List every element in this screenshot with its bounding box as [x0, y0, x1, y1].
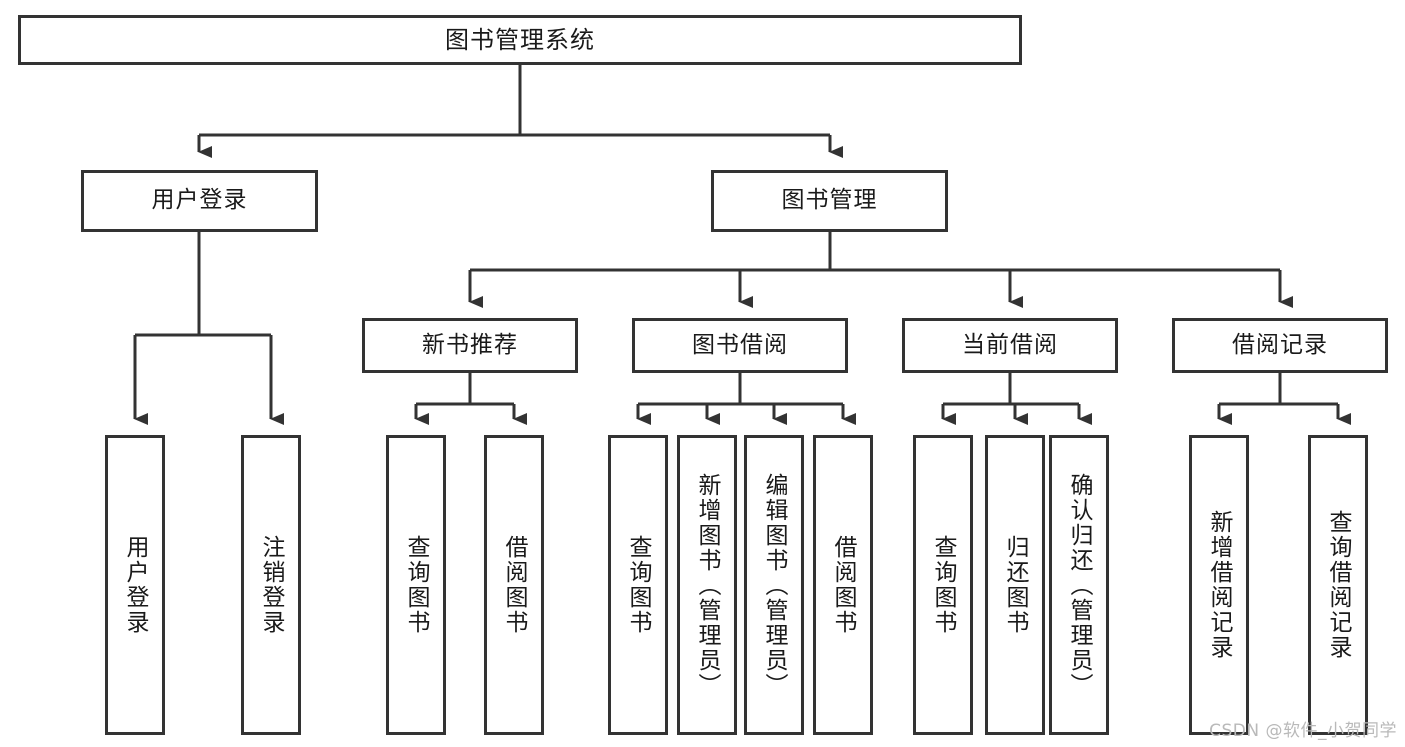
node-leaf-add-book[interactable]: 新增图书（管理员）: [677, 435, 737, 735]
node-leaf-add-record-label: 新增借阅记录: [1206, 510, 1233, 660]
node-leaf-confirm-return-label: 确认归还（管理员）: [1066, 472, 1093, 698]
node-leaf-add-book-label: 新增图书（管理员）: [694, 472, 721, 698]
node-leaf-logout-label: 注销登录: [258, 535, 285, 635]
node-leaf-edit-book[interactable]: 编辑图书（管理员）: [744, 435, 804, 735]
node-book-manage[interactable]: 图书管理: [711, 170, 948, 232]
watermark: CSDN @软件_小贺同学: [1209, 721, 1397, 741]
node-current-borrow-label: 当前借阅: [962, 331, 1058, 358]
node-leaf-add-record[interactable]: 新增借阅记录: [1189, 435, 1249, 735]
node-leaf-borrow-book-1-label: 借阅图书: [501, 535, 528, 635]
node-leaf-confirm-return[interactable]: 确认归还（管理员）: [1049, 435, 1109, 735]
node-leaf-user-login[interactable]: 用户登录: [105, 435, 165, 735]
node-root[interactable]: 图书管理系统: [18, 15, 1022, 65]
node-current-borrow[interactable]: 当前借阅: [902, 318, 1118, 373]
node-leaf-return-book-label: 归还图书: [1002, 535, 1029, 635]
node-new-book-recommend-label: 新书推荐: [422, 331, 518, 358]
node-book-borrow-label: 图书借阅: [692, 331, 788, 358]
node-leaf-query-book-3[interactable]: 查询图书: [913, 435, 973, 735]
node-user-login[interactable]: 用户登录: [81, 170, 318, 232]
node-leaf-query-book-1[interactable]: 查询图书: [386, 435, 446, 735]
node-leaf-edit-book-label: 编辑图书（管理员）: [761, 472, 788, 698]
node-leaf-user-login-label: 用户登录: [122, 535, 149, 635]
node-borrow-record[interactable]: 借阅记录: [1172, 318, 1388, 373]
node-leaf-borrow-book-2-label: 借阅图书: [830, 535, 857, 635]
node-book-borrow[interactable]: 图书借阅: [632, 318, 848, 373]
node-root-label: 图书管理系统: [445, 25, 595, 54]
node-leaf-borrow-book-1[interactable]: 借阅图书: [484, 435, 544, 735]
node-book-manage-label: 图书管理: [781, 187, 878, 214]
node-leaf-query-book-2[interactable]: 查询图书: [608, 435, 668, 735]
node-borrow-record-label: 借阅记录: [1232, 331, 1328, 358]
node-leaf-return-book[interactable]: 归还图书: [985, 435, 1045, 735]
node-leaf-query-record-label: 查询借阅记录: [1325, 510, 1352, 660]
node-leaf-query-record[interactable]: 查询借阅记录: [1308, 435, 1368, 735]
node-leaf-query-book-1-label: 查询图书: [403, 535, 430, 635]
node-leaf-logout[interactable]: 注销登录: [241, 435, 301, 735]
node-new-book-recommend[interactable]: 新书推荐: [362, 318, 578, 373]
node-user-login-label: 用户登录: [151, 187, 248, 214]
node-leaf-query-book-3-label: 查询图书: [930, 535, 957, 635]
node-leaf-query-book-2-label: 查询图书: [625, 535, 652, 635]
node-leaf-borrow-book-2[interactable]: 借阅图书: [813, 435, 873, 735]
